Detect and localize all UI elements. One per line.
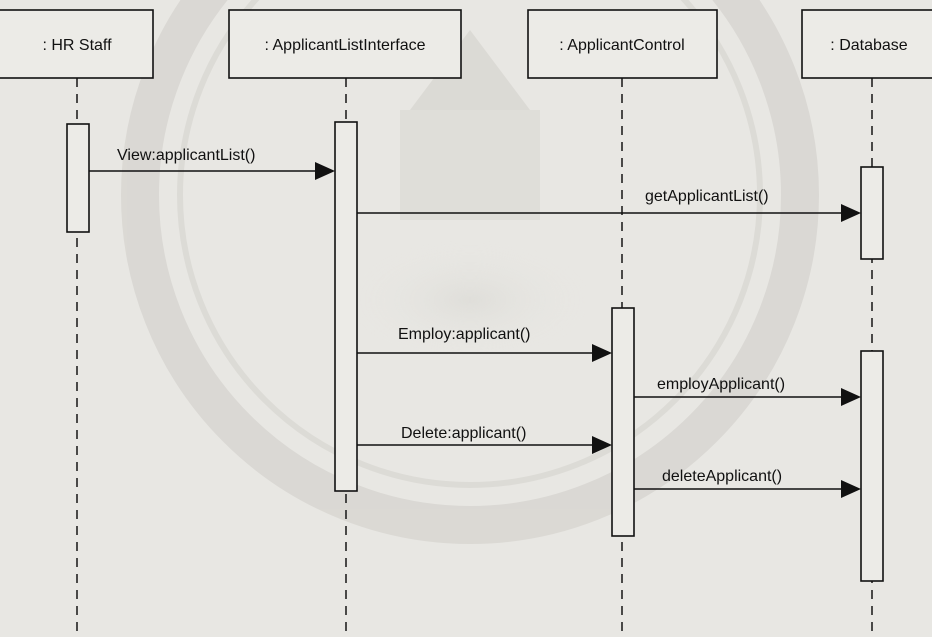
object-applicant-control: : ApplicantControl: [528, 10, 717, 78]
message-delete-applicant-call: Delete:applicant(): [357, 425, 612, 454]
arrowhead-icon: [841, 480, 861, 498]
message-delete-applicant-db: deleteApplicant(): [634, 468, 861, 498]
arrowhead-icon: [841, 204, 861, 222]
object-label-applicant-control: : ApplicantControl: [559, 37, 684, 54]
message-label: Employ:applicant(): [398, 326, 531, 343]
object-label-hr-staff: : HR Staff: [42, 37, 112, 54]
message-label: deleteApplicant(): [662, 468, 782, 485]
message-label: employApplicant(): [657, 376, 785, 393]
message-label: Delete:applicant(): [401, 425, 526, 442]
message-label: getApplicantList(): [645, 188, 769, 205]
message-label: View:applicantList(): [117, 147, 255, 164]
object-hr-staff: : HR Staff: [0, 10, 153, 78]
arrowhead-icon: [315, 162, 335, 180]
arrowhead-icon: [841, 388, 861, 406]
activation-hr-staff: [67, 124, 89, 232]
activation-applicant-list-interface: [335, 122, 357, 491]
object-applicant-list-interface: : ApplicantListInterface: [229, 10, 461, 78]
activation-applicant-control: [612, 308, 634, 536]
arrowhead-icon: [592, 344, 612, 362]
activation-database-1: [861, 167, 883, 259]
object-database: : Database: [802, 10, 932, 78]
object-label-applicant-list-interface: : ApplicantListInterface: [265, 37, 426, 54]
activation-database-2: [861, 351, 883, 581]
object-label-database: : Database: [830, 37, 907, 54]
